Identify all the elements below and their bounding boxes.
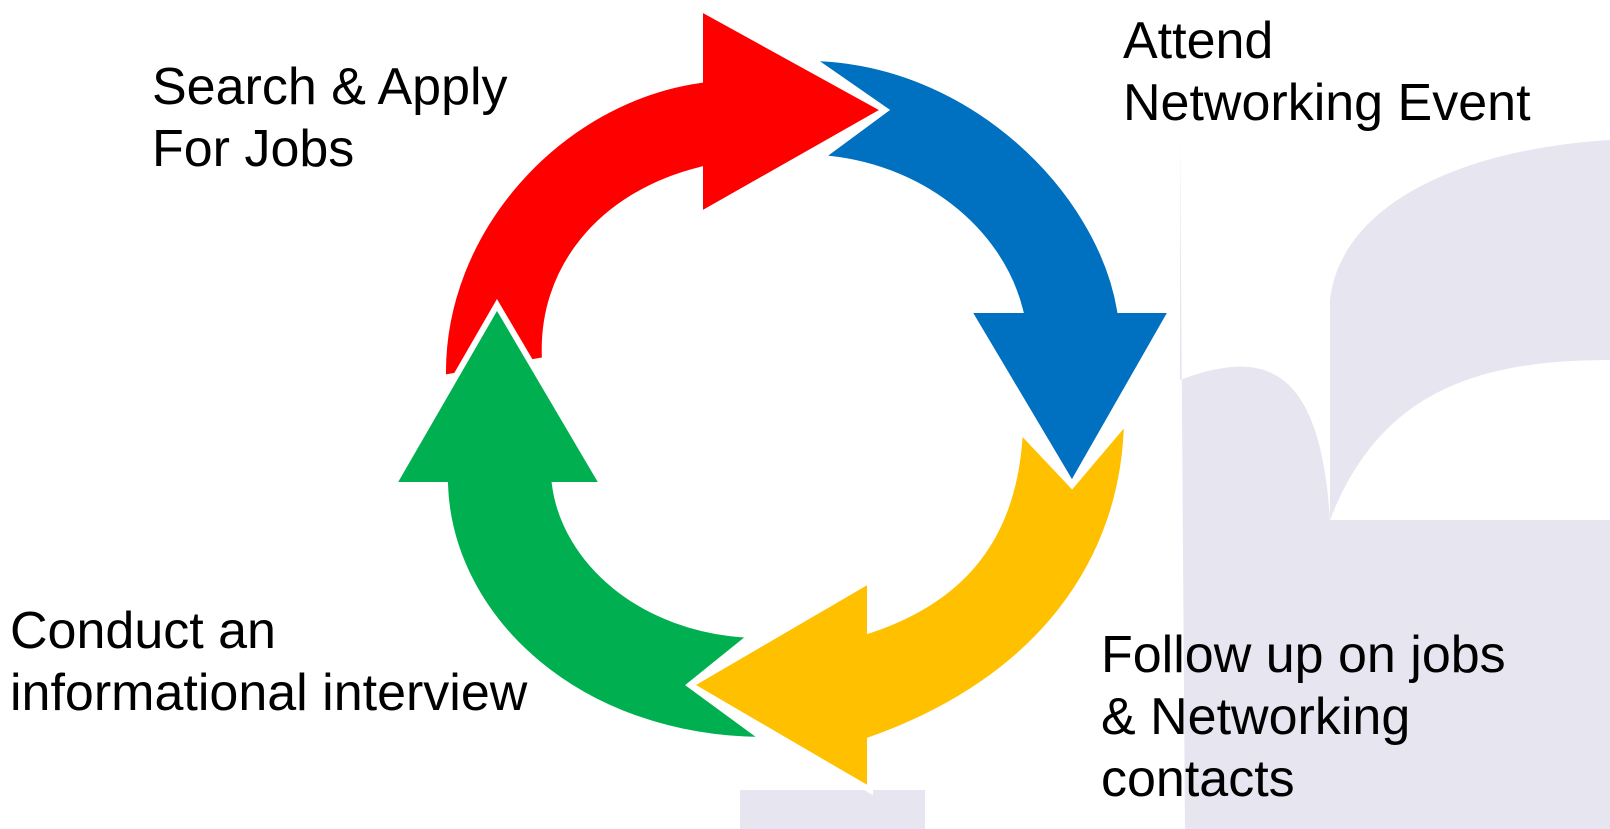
- background-emblem-right-arc: [1330, 140, 1610, 520]
- arrow-conduct-interview: [387, 299, 775, 744]
- arrow-follow-up: [684, 411, 1131, 796]
- step-label-line: Follow up on jobs: [1101, 626, 1506, 684]
- background-emblem-base: [740, 790, 925, 829]
- arrow-attend-networking: [800, 54, 1178, 491]
- step-label-line: Networking Event: [1123, 74, 1531, 132]
- step-label-line: Conduct an: [10, 602, 276, 660]
- step-label-conduct-interview: Conduct an informational interview: [10, 600, 527, 724]
- step-label-line: informational interview: [10, 664, 528, 722]
- arrow-search-apply: [439, 2, 892, 382]
- step-label-line: Search & Apply: [152, 58, 508, 116]
- step-label-line: For Jobs: [152, 120, 355, 178]
- background-emblem-left-arc: [1180, 135, 1330, 829]
- step-label-search-apply: Search & Apply For Jobs: [152, 56, 508, 180]
- step-label-line: Attend: [1123, 12, 1274, 70]
- background-emblem: [740, 135, 1610, 829]
- background-emblem-stem: [1330, 520, 1610, 829]
- step-label-line: & Networking: [1101, 688, 1411, 746]
- step-label-attend-networking: Attend Networking Event: [1123, 10, 1531, 134]
- step-label-line: contacts: [1101, 750, 1295, 808]
- step-label-follow-up: Follow up on jobs & Networking contacts: [1101, 624, 1506, 810]
